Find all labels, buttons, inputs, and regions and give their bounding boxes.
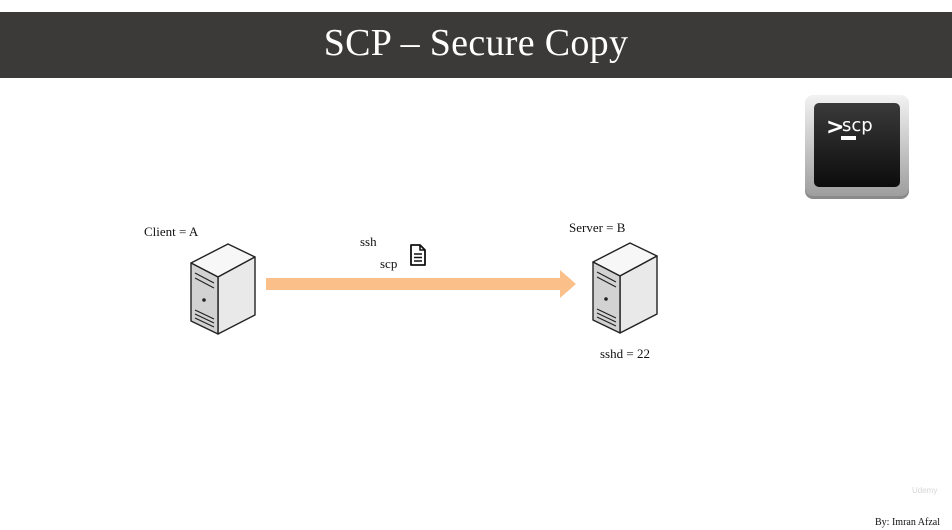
transfer-arrow: [266, 270, 576, 298]
slide-title: SCP – Secure Copy: [323, 22, 629, 64]
logo-text: scp: [842, 115, 873, 136]
document-icon: [410, 244, 426, 266]
author-credit: By: Imran Afzal: [875, 517, 940, 528]
client-server-icon: [190, 243, 256, 335]
scp-terminal-logo-icon: > scp: [805, 95, 909, 199]
ssh-label: ssh: [360, 234, 377, 249]
transfer-arrow-shape: [266, 270, 576, 298]
server-label: Server = B: [569, 220, 626, 235]
server-tower-icon: [592, 242, 658, 334]
title-bar: SCP – Secure Copy: [0, 12, 952, 78]
scp-label: scp: [380, 256, 398, 271]
client-label: Client = A: [144, 224, 199, 239]
logo-prompt-glyph: >: [826, 115, 844, 140]
sshd-port-label: sshd = 22: [600, 346, 650, 361]
watermark: Udemy: [912, 486, 938, 495]
